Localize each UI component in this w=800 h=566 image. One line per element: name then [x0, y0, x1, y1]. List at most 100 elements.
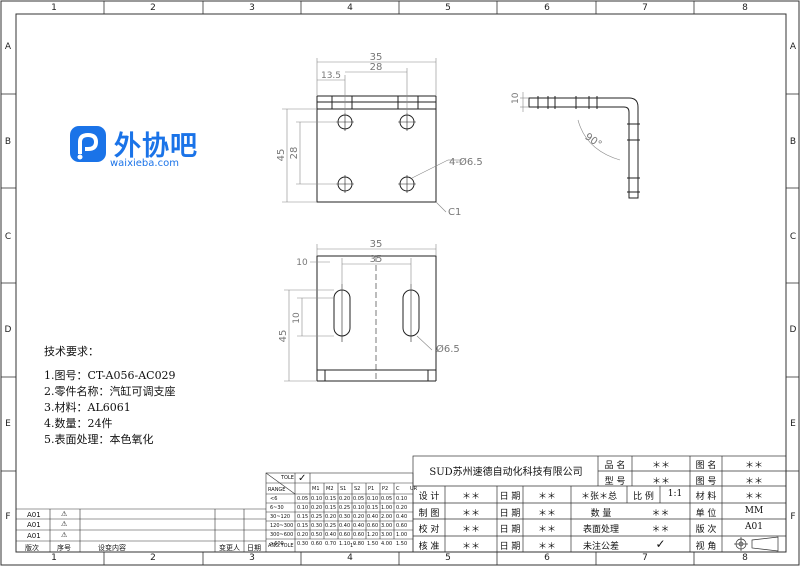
tol-check-mark: ✓ — [298, 473, 307, 484]
tol-cell: 4.00 — [381, 541, 393, 547]
zone-col-2: 2 — [150, 3, 156, 13]
tol-cell: 0.20 — [297, 532, 309, 538]
tol-cell: 1.50 — [396, 541, 408, 547]
tol-cell: 0.10 — [396, 496, 408, 502]
date-value: ＊＊ — [537, 492, 556, 502]
tol-cell: 0.10 — [367, 496, 379, 502]
zone-col-4-bottom: 4 — [347, 553, 353, 563]
dim-45-bottom: 45 — [278, 330, 289, 343]
sheet-label: ＊张＊总 — [580, 492, 617, 502]
tol-cell: 0.80 — [353, 541, 365, 547]
tol-cell: 0.40 — [353, 523, 365, 529]
tol-cell: 1.50 — [367, 541, 379, 547]
tol-cell: 1.00 — [396, 532, 408, 538]
tol-cell: 3.00 — [381, 523, 393, 529]
zone-row-b-right: B — [789, 137, 797, 147]
title-block-grid — [412, 455, 787, 553]
zone-col-6: 6 — [544, 3, 550, 13]
dim-35-top: 35 — [370, 52, 383, 63]
drawing-name-label: 图 名 — [695, 461, 717, 471]
zone-row-c-right: C — [789, 232, 797, 242]
tol-column-header: S2 — [354, 486, 361, 492]
side-view — [528, 96, 640, 199]
zone-col-7-bottom: 7 — [642, 553, 648, 563]
zone-col-5: 5 — [445, 3, 451, 13]
tech-requirement-item: 2.零件名称：汽缸可调支座 — [44, 385, 176, 398]
tol-column-header: M1 — [312, 486, 320, 492]
surface-label: 表面处理 — [582, 525, 619, 535]
zone-row-f: F — [5, 512, 11, 522]
watermark-logo: 外协吧 waixieba.com — [68, 124, 197, 170]
zone-col-3: 3 — [249, 3, 255, 13]
rev-header-version: 版次 — [25, 544, 39, 552]
tol-cell: 0.05 — [297, 496, 309, 502]
dim-hole-bottom: Ø6.5 — [436, 343, 460, 355]
bottom-view — [316, 255, 437, 382]
date-value: ＊＊ — [537, 509, 556, 519]
tol-cell: 2.00 — [381, 514, 393, 520]
design-label: 设 计 — [418, 492, 440, 502]
tol-row-range: 6~30 — [270, 505, 284, 511]
tol-angle-value: 1° — [350, 543, 356, 549]
tol-cell: 0.05 — [381, 496, 393, 502]
tol-cell: 1.00 — [381, 505, 393, 511]
tol-header-label: TOLE — [281, 475, 294, 481]
material-label: 材 料 — [695, 492, 717, 502]
tol-cell: 0.15 — [297, 514, 309, 520]
rev-version: A01 — [27, 511, 41, 519]
unit-label: 单 位 — [695, 509, 717, 519]
rev-header-date: 日期 — [247, 544, 261, 552]
rev-mark-icon: ⚠ — [61, 520, 68, 528]
top-view-dimensions — [282, 58, 462, 213]
product-name-value: ＊＊ — [651, 461, 670, 471]
quantity-value: ＊＊ — [651, 509, 670, 519]
tol-cell: 0.20 — [396, 505, 408, 511]
draw-value: ＊＊ — [461, 509, 480, 519]
tech-requirement-item: 1.图号：CT-A056-AC029 — [44, 369, 176, 382]
tech-requirement-item: 4.数量：24件 — [44, 417, 113, 430]
company-name: SUD苏州速德自动化科技有限公司 — [429, 467, 583, 478]
zone-col-2-bottom: 2 — [150, 553, 156, 563]
rev-version: A01 — [27, 532, 41, 540]
date-label: 日 期 — [499, 542, 521, 552]
tol-cell: 0.40 — [396, 514, 408, 520]
tol-cell: 0.40 — [339, 523, 351, 529]
dim-28-v: 28 — [289, 147, 300, 160]
zone-row-c: C — [4, 232, 12, 242]
version-value: A01 — [745, 522, 763, 532]
tol-row-range: 120~300 — [270, 523, 294, 529]
dim-35-bottom-a: 35 — [370, 239, 383, 250]
tol-cell: 0.40 — [325, 532, 337, 538]
unit-value: MM — [744, 506, 764, 516]
tol-cell: 0.60 — [339, 532, 351, 538]
tol-column-header: P2 — [382, 486, 389, 492]
drawing-no-label: 图 号 — [695, 477, 717, 487]
zone-row-d: D — [4, 325, 12, 335]
tol-cell: 0.30 — [339, 514, 351, 520]
zone-col-8-bottom: 8 — [742, 553, 748, 563]
dim-angle: 90° — [583, 131, 604, 150]
product-name-label: 品 名 — [604, 461, 626, 471]
tol-cell: 0.25 — [325, 523, 337, 529]
tol-column-header: M2 — [326, 486, 334, 492]
tech-requirement-item: 3.材料：AL6061 — [44, 401, 131, 414]
model-value: ＊＊ — [651, 477, 670, 487]
tol-cell: 0.60 — [396, 523, 408, 529]
tol-cell: 0.30 — [297, 541, 309, 547]
zone-row-d-right: D — [789, 325, 797, 335]
zone-row-a-right: A — [789, 42, 797, 52]
tol-column-header: UR — [410, 486, 418, 492]
tol-cell: 0.30 — [311, 523, 323, 529]
tol-cell: 0.60 — [311, 541, 323, 547]
zone-row-a: A — [4, 42, 12, 52]
model-label: 型 号 — [604, 477, 626, 487]
approve-value: ＊＊ — [461, 542, 480, 552]
drawing-no-value: ＊＊ — [744, 477, 763, 487]
rev-mark-icon: ⚠ — [61, 510, 68, 518]
dim-13-5: 13.5 — [321, 71, 341, 81]
projection-symbol — [734, 536, 779, 552]
zone-row-b: B — [4, 137, 12, 147]
tol-range-label: RANGE — [268, 487, 286, 493]
tol-cell: 3.00 — [381, 532, 393, 538]
tol-cell: 0.10 — [297, 505, 309, 511]
